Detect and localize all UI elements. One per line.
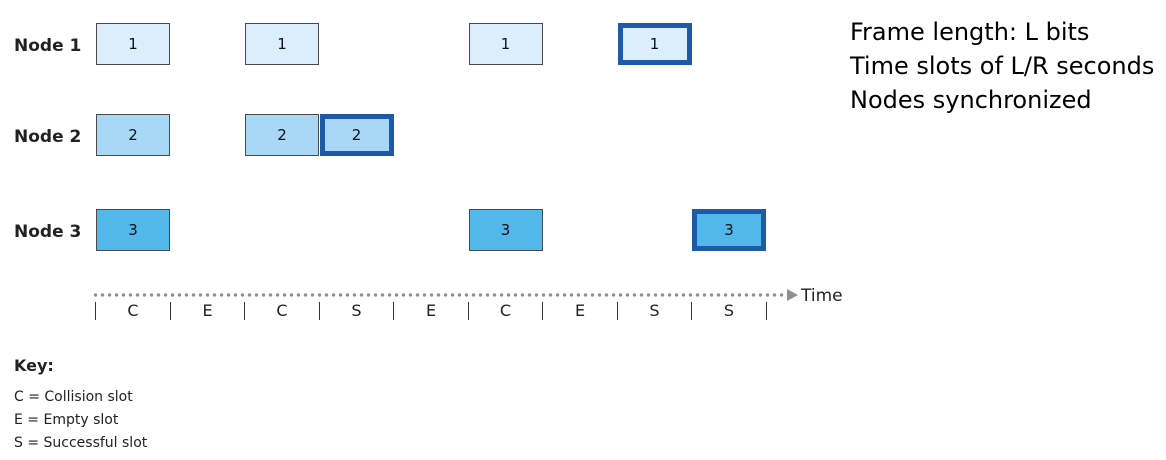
time-axis-label: Time (801, 286, 843, 306)
slot-label-6: C (499, 301, 512, 320)
node-3-frame-slot-9: 3 (692, 209, 766, 251)
slot-tick-4 (393, 302, 394, 320)
slot-label-4: S (351, 301, 362, 320)
node-2-label: Node 2 (14, 127, 82, 147)
slot-tick-9 (765, 302, 767, 320)
node-3-frame-slot-1: 3 (96, 209, 170, 251)
slot-tick-6 (542, 302, 543, 320)
slot-label-5: E (425, 301, 437, 320)
node-1-frame-slot-3: 1 (245, 23, 319, 65)
node-2-frame-slot-1: 2 (96, 114, 170, 156)
slot-label-1: C (127, 301, 139, 320)
slot-tick-7 (616, 302, 618, 320)
slot-label-3: C (276, 301, 288, 320)
node-1-frame-slot-6: 1 (468, 23, 543, 65)
key-item-success: S = Successful slot (14, 435, 148, 451)
key-item-empty: E = Empty slot (14, 412, 119, 428)
node-2-frame-slot-4: 2 (319, 114, 394, 156)
slot-tick-8 (691, 302, 692, 320)
node-2-frame-slot-3: 2 (245, 114, 319, 156)
node-1-label: Node 1 (14, 36, 82, 56)
node-3-frame-slot-6: 3 (468, 209, 543, 251)
slot-label-7: E (574, 301, 586, 320)
slot-label-2: E (202, 301, 213, 320)
key-item-collision: C = Collision slot (14, 389, 133, 405)
key-title: Key: (14, 356, 54, 375)
slot-label-9: S (723, 301, 735, 320)
assumption-time-slots: Time slots of L/R seconds (850, 52, 1155, 80)
assumption-synchronized: Nodes synchronized (850, 86, 1092, 114)
slot-tick-3 (318, 302, 320, 320)
slot-tick-0 (95, 302, 96, 320)
assumption-frame-length: Frame length: L bits (850, 18, 1090, 46)
slot-tick-1 (169, 302, 171, 320)
slot-tick-5 (467, 302, 469, 320)
time-axis-arrow-icon (787, 289, 798, 301)
slot-tick-2 (244, 302, 245, 320)
slot-label-8: S (649, 301, 660, 320)
node-3-label: Node 3 (14, 222, 82, 242)
time-axis (92, 293, 788, 297)
node-1-frame-slot-8: 1 (617, 23, 692, 65)
node-1-frame-slot-1: 1 (96, 23, 170, 65)
